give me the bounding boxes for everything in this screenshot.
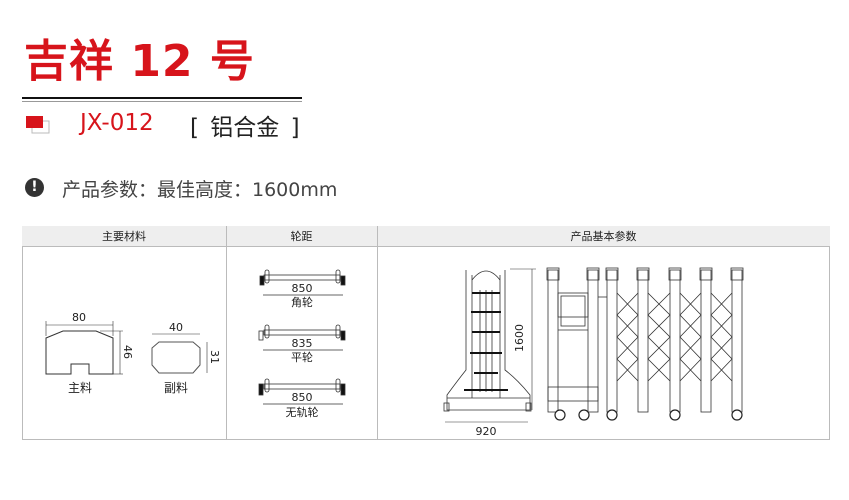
product-params-text: 产品参数：最佳高度：1600mm: [62, 179, 338, 201]
wheel-axle-corner: [259, 269, 346, 296]
wheel-axle-trackless: [258, 378, 346, 405]
title-divider-thin: [22, 101, 302, 102]
header-basic-params: 产品基本参数: [377, 226, 830, 247]
wheel-type-label: 角轮: [291, 295, 313, 309]
main-width-label: 80: [72, 311, 86, 324]
wheel-distance: 850: [292, 391, 313, 404]
exclamation-icon: !: [25, 178, 44, 197]
main-profile-drawing: [45, 321, 123, 375]
main-profile-label: 主料: [68, 381, 92, 395]
gate-depth-label: 920: [476, 425, 497, 438]
wheel-type-label: 无轨轮: [286, 405, 319, 419]
sub-profile-label: 副料: [164, 381, 188, 395]
sub-width-label: 40: [169, 321, 183, 334]
column-divider: [226, 226, 227, 440]
material-label: [ 铝合金 ]: [190, 115, 300, 141]
sub-height-label: 31: [208, 350, 221, 364]
gate-side-view: [443, 268, 536, 423]
product-title: 吉祥 12 号: [24, 36, 255, 87]
title-divider: [22, 97, 302, 99]
gate-height-label: 1600: [513, 324, 526, 352]
column-divider: [377, 226, 378, 440]
sub-profile-drawing: [151, 333, 208, 374]
wheel-distance: 835: [292, 337, 313, 350]
header-wheel-distance: 轮距: [226, 226, 377, 247]
wheel-type-label: 平轮: [291, 350, 313, 364]
model-number: JX-012: [80, 110, 154, 136]
wheel-axle-flat: [258, 324, 346, 351]
model-marker-icon: [26, 116, 50, 134]
wheel-distance: 850: [292, 282, 313, 295]
main-height-label: 46: [121, 345, 134, 359]
header-main-material: 主要材料: [22, 226, 226, 247]
gate-front-view: [546, 267, 744, 421]
